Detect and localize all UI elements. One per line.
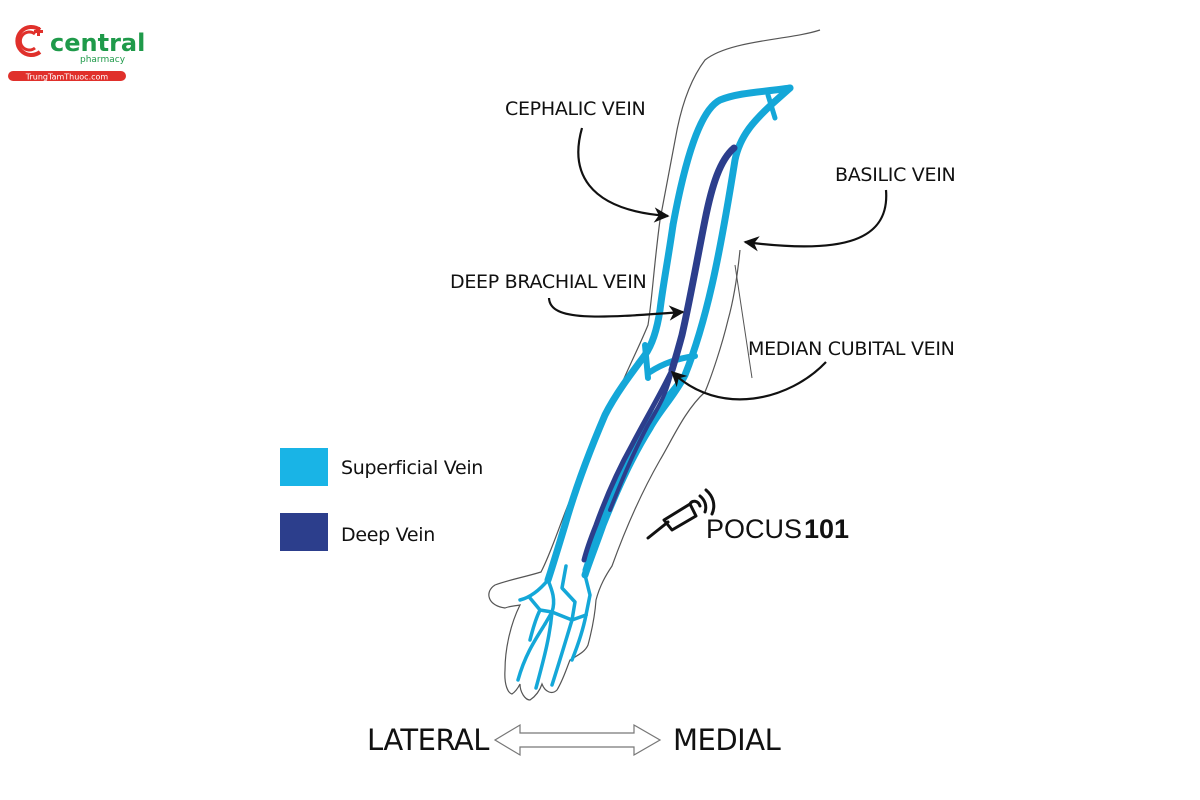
- pocus-badge: POCUS 101: [646, 488, 849, 544]
- orientation-medial: MEDIAL: [673, 723, 781, 757]
- label-median-cubital-text: MEDIAN CUBITAL VEIN: [748, 338, 955, 360]
- hand-vein-network: [516, 564, 592, 690]
- label-basilic-vein: BASILIC VEIN: [743, 164, 956, 252]
- legend-label-superficial: Superficial Vein: [341, 457, 483, 479]
- legend-label-deep: Deep Vein: [341, 524, 435, 546]
- label-deep-brachial-vein: DEEP BRACHIAL VEIN: [450, 271, 685, 321]
- legend-swatch-deep: [280, 513, 328, 551]
- double-arrow-icon: [493, 723, 662, 757]
- label-basilic-text: BASILIC VEIN: [835, 164, 955, 186]
- logo-brand: central: [50, 29, 145, 57]
- logo-site-bar: [8, 71, 126, 81]
- pharmacy-logo: central pharmacy TrungTamThuoc.com: [8, 25, 145, 82]
- label-cephalic-text: CEPHALIC VEIN: [505, 98, 645, 120]
- logo-tagline: pharmacy: [80, 55, 126, 65]
- logo-mark-icon: [15, 25, 43, 57]
- deep-veins: [581, 144, 738, 563]
- legend: Superficial Vein Deep Vein: [280, 448, 483, 551]
- label-cephalic-vein: CEPHALIC VEIN: [505, 98, 670, 223]
- pocus-name: POCUS: [706, 514, 802, 544]
- median-cubital-arrow: [670, 361, 827, 401]
- orientation-lateral: LATERAL: [367, 723, 489, 757]
- cephalic-arrow: [577, 127, 670, 223]
- legend-item-deep: Deep Vein: [280, 513, 435, 551]
- superficial-veins: [544, 84, 794, 584]
- pocus-number: 101: [804, 514, 849, 544]
- label-median-cubital-vein: MEDIAN CUBITAL VEIN: [670, 338, 955, 401]
- legend-item-superficial: Superficial Vein: [280, 448, 483, 486]
- basilic-arrow: [743, 189, 888, 252]
- legend-swatch-superficial: [280, 448, 328, 486]
- ultrasound-probe-icon: [646, 488, 716, 540]
- orientation-indicator: LATERAL MEDIAL: [367, 723, 781, 757]
- arm-outline: [488, 29, 821, 701]
- deep-brachial-arrow: [547, 297, 685, 321]
- logo-site: TrungTamThuoc.com: [25, 73, 109, 82]
- label-deep-brachial-text: DEEP BRACHIAL VEIN: [450, 271, 646, 293]
